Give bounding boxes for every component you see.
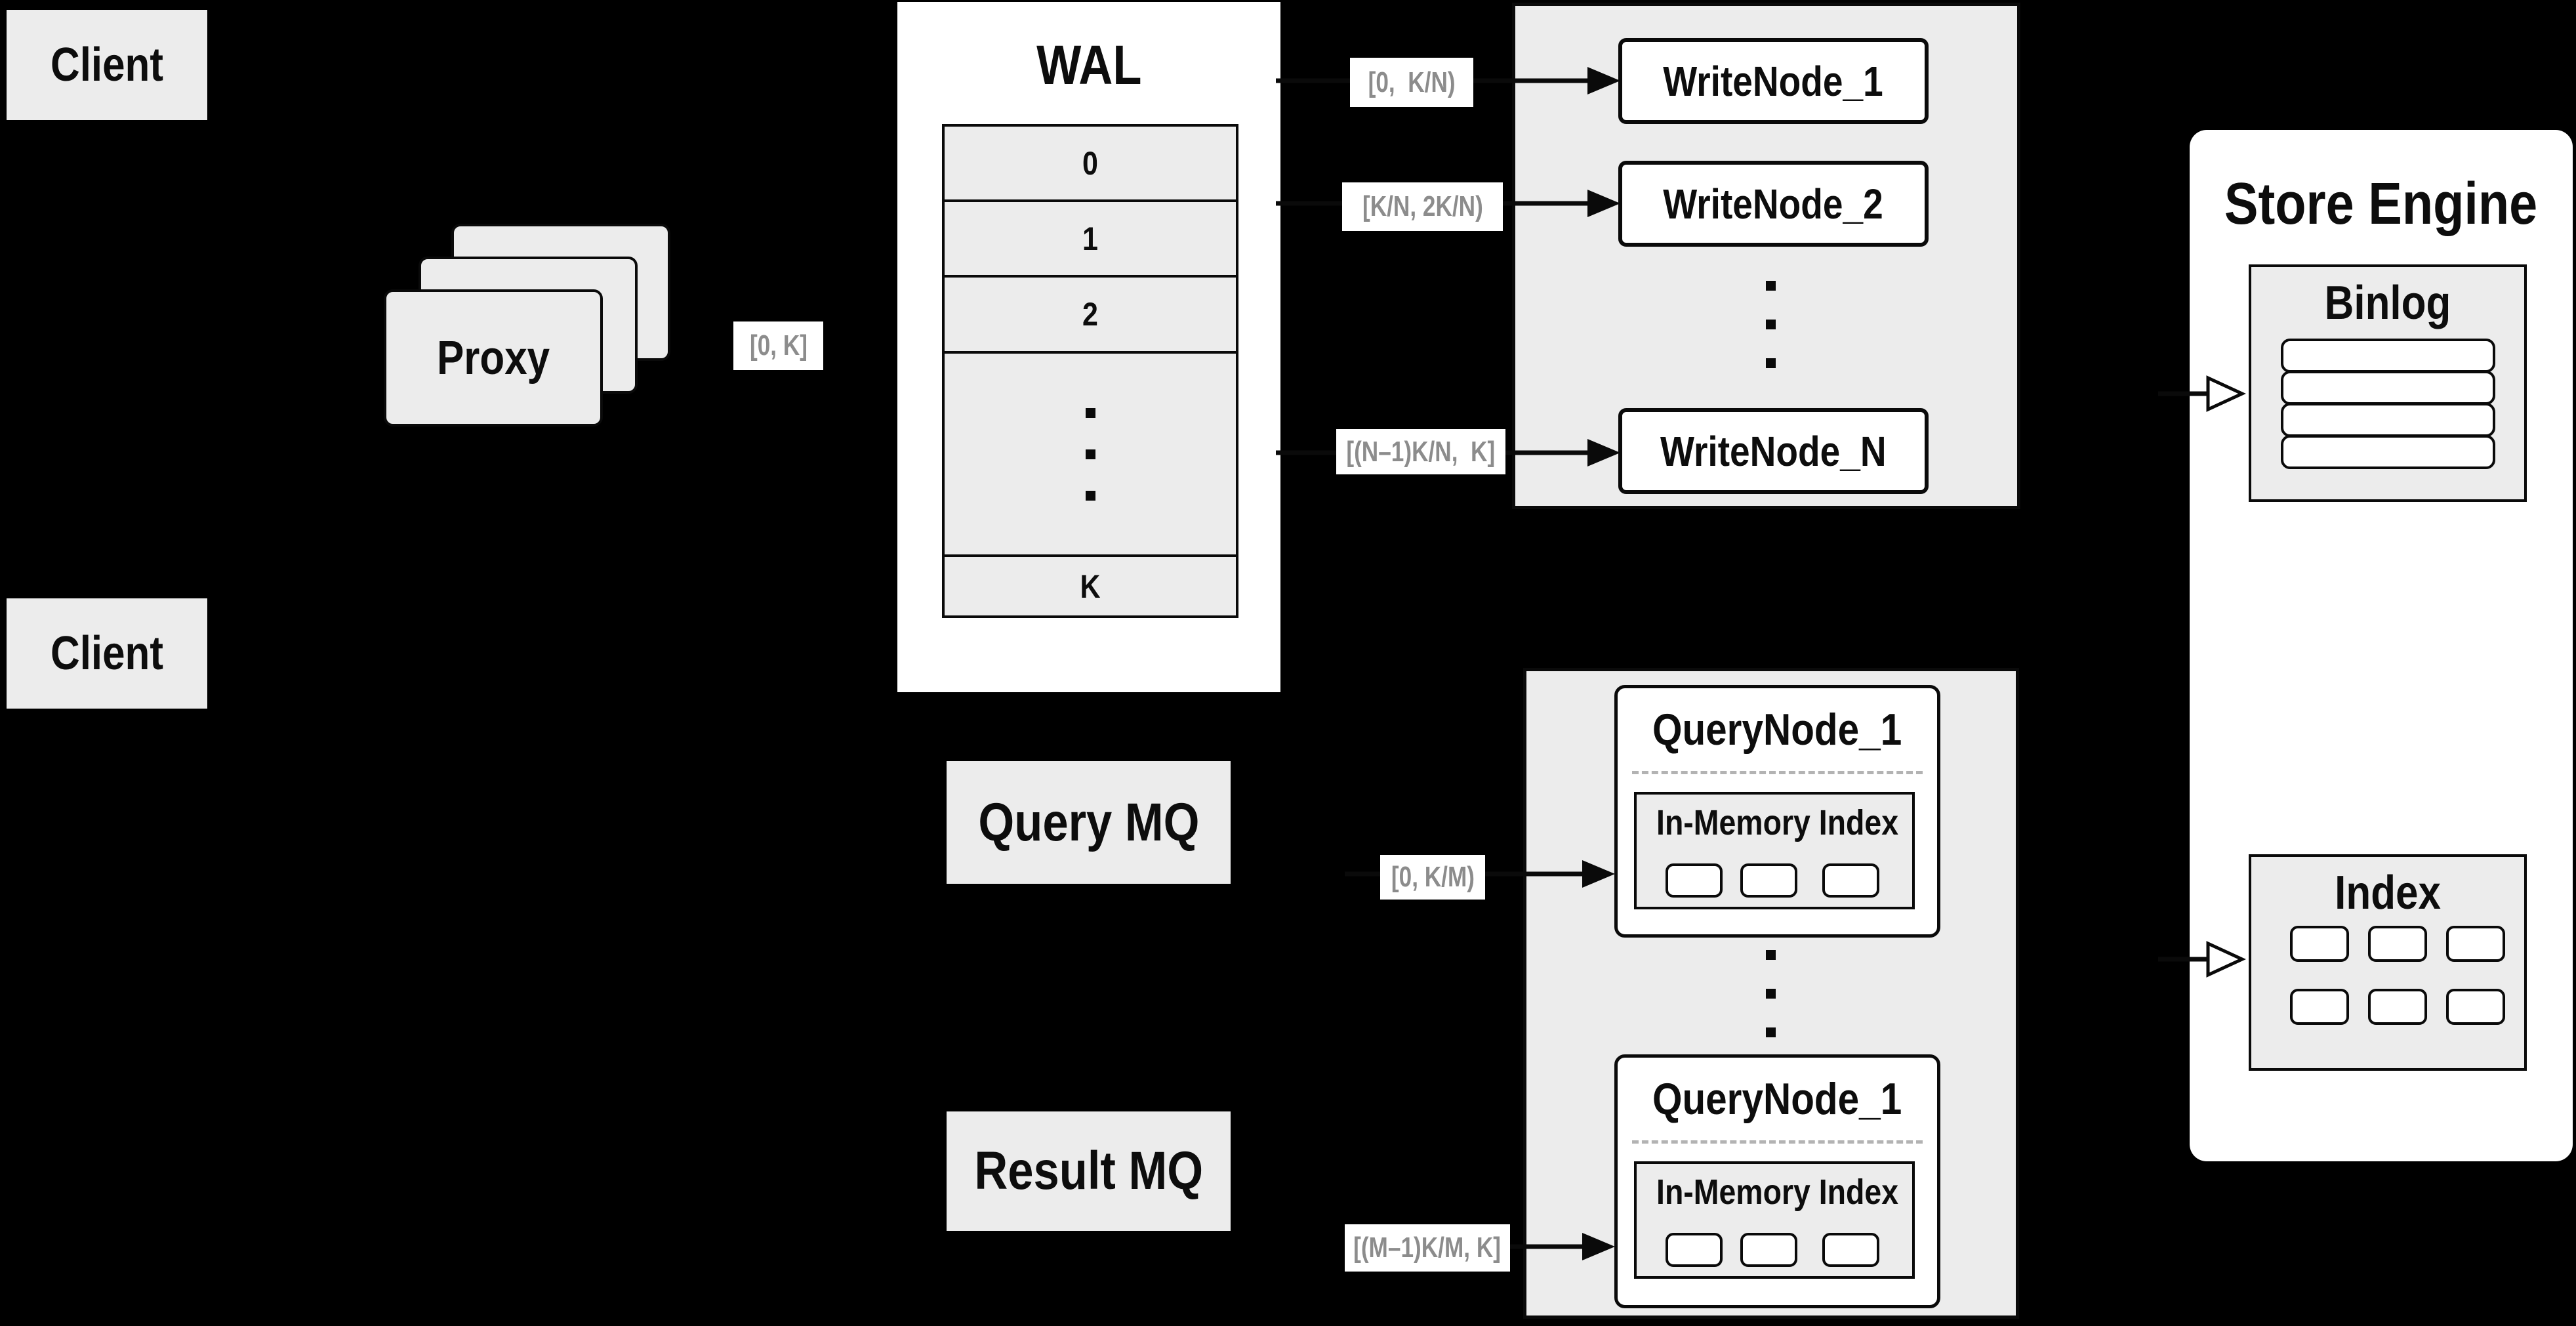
index-cell [2368,989,2427,1025]
store-engine-title: Store Engine [2224,171,2538,237]
index-title: Index [2335,867,2441,919]
range-label-writenode-1: [0, K/N) [1350,58,1473,107]
query-mq-box: Query MQ [947,761,1231,884]
write-node-n: WriteNode_N [1618,408,1929,494]
binlog-row [2280,339,2495,373]
dot [1766,950,1776,960]
binlog-row [2280,435,2495,469]
wal-segment-2: 2 [945,278,1236,354]
binlog-row [2280,371,2495,405]
in-memory-index-box: In-Memory Index [1634,792,1915,909]
query-node-bottom: QueryNode_1 In-Memory Index [1614,1054,1940,1308]
range-label-writenode-n: [(N–1)K/N, K] [1336,429,1505,474]
wal-segment-0: 0 [945,127,1236,202]
store-engine-box: Store Engine Binlog Index [2190,130,2573,1161]
memory-segment [1666,1233,1723,1267]
dot [1085,407,1095,418]
memory-segment [1740,1233,1797,1267]
dot [1766,281,1776,291]
memory-segment [1740,863,1797,898]
range-label-writenode-2: [K/N, 2K/N) [1342,182,1503,231]
range-label-querynode-bottom: [(M–1)K/M, K] [1345,1224,1510,1272]
binlog-row [2280,403,2495,437]
range-label-querynode-top: [0, K/M) [1380,855,1485,900]
client-top-label: Client [50,39,163,91]
wal-segment-k: K [1080,568,1101,605]
dashed-divider [1632,771,1923,774]
index-box: Index [2249,854,2527,1071]
index-cell [2368,926,2427,962]
index-cell [2290,926,2349,962]
memory-segment [1822,1233,1879,1267]
in-memory-index-title: In-Memory Index [1656,803,1899,842]
client-box-bottom: Client [7,598,207,709]
binlog-box: Binlog [2249,264,2527,502]
in-memory-index-box: In-Memory Index [1634,1161,1915,1279]
vertical-ellipsis-icon [1085,407,1095,501]
query-nodes-ellipsis-icon [1766,950,1776,1037]
binlog-title: Binlog [2324,277,2451,329]
binlog-rows [2251,339,2524,469]
write-node-2: WriteNode_2 [1618,161,1929,247]
wal-box: WAL 0 1 2 K [897,2,1280,692]
dot [1766,358,1776,368]
wal-title: WAL [1036,34,1142,96]
index-cell [2446,926,2505,962]
dot [1085,490,1095,501]
wal-segment-1: 1 [945,202,1236,278]
proxy-card-front: Proxy [384,289,603,426]
dashed-divider [1632,1140,1923,1144]
dot [1766,989,1776,999]
memory-segment [1666,863,1723,898]
wal-segment-table: 0 1 2 K [942,124,1238,618]
client-box-top: Client [7,10,207,120]
proxy-label: Proxy [436,331,550,384]
index-cell [2446,989,2505,1025]
wal-segment-ellipsis [945,354,1236,557]
result-mq-box: Result MQ [947,1111,1231,1231]
write-nodes-ellipsis-icon [1766,281,1776,368]
dot [1085,449,1095,459]
index-cell [2290,989,2349,1025]
client-bottom-label: Client [50,627,163,680]
in-memory-index-title: In-Memory Index [1656,1172,1899,1212]
query-node-top: QueryNode_1 In-Memory Index [1614,685,1940,938]
write-node-1: WriteNode_1 [1618,38,1929,124]
dot [1766,1027,1776,1037]
dot [1766,320,1776,329]
query-node-top-title: QueryNode_1 [1652,705,1902,755]
range-label-proxy: [0, K] [733,321,823,370]
memory-segment [1822,863,1879,898]
query-node-bottom-title: QueryNode_1 [1652,1074,1902,1124]
